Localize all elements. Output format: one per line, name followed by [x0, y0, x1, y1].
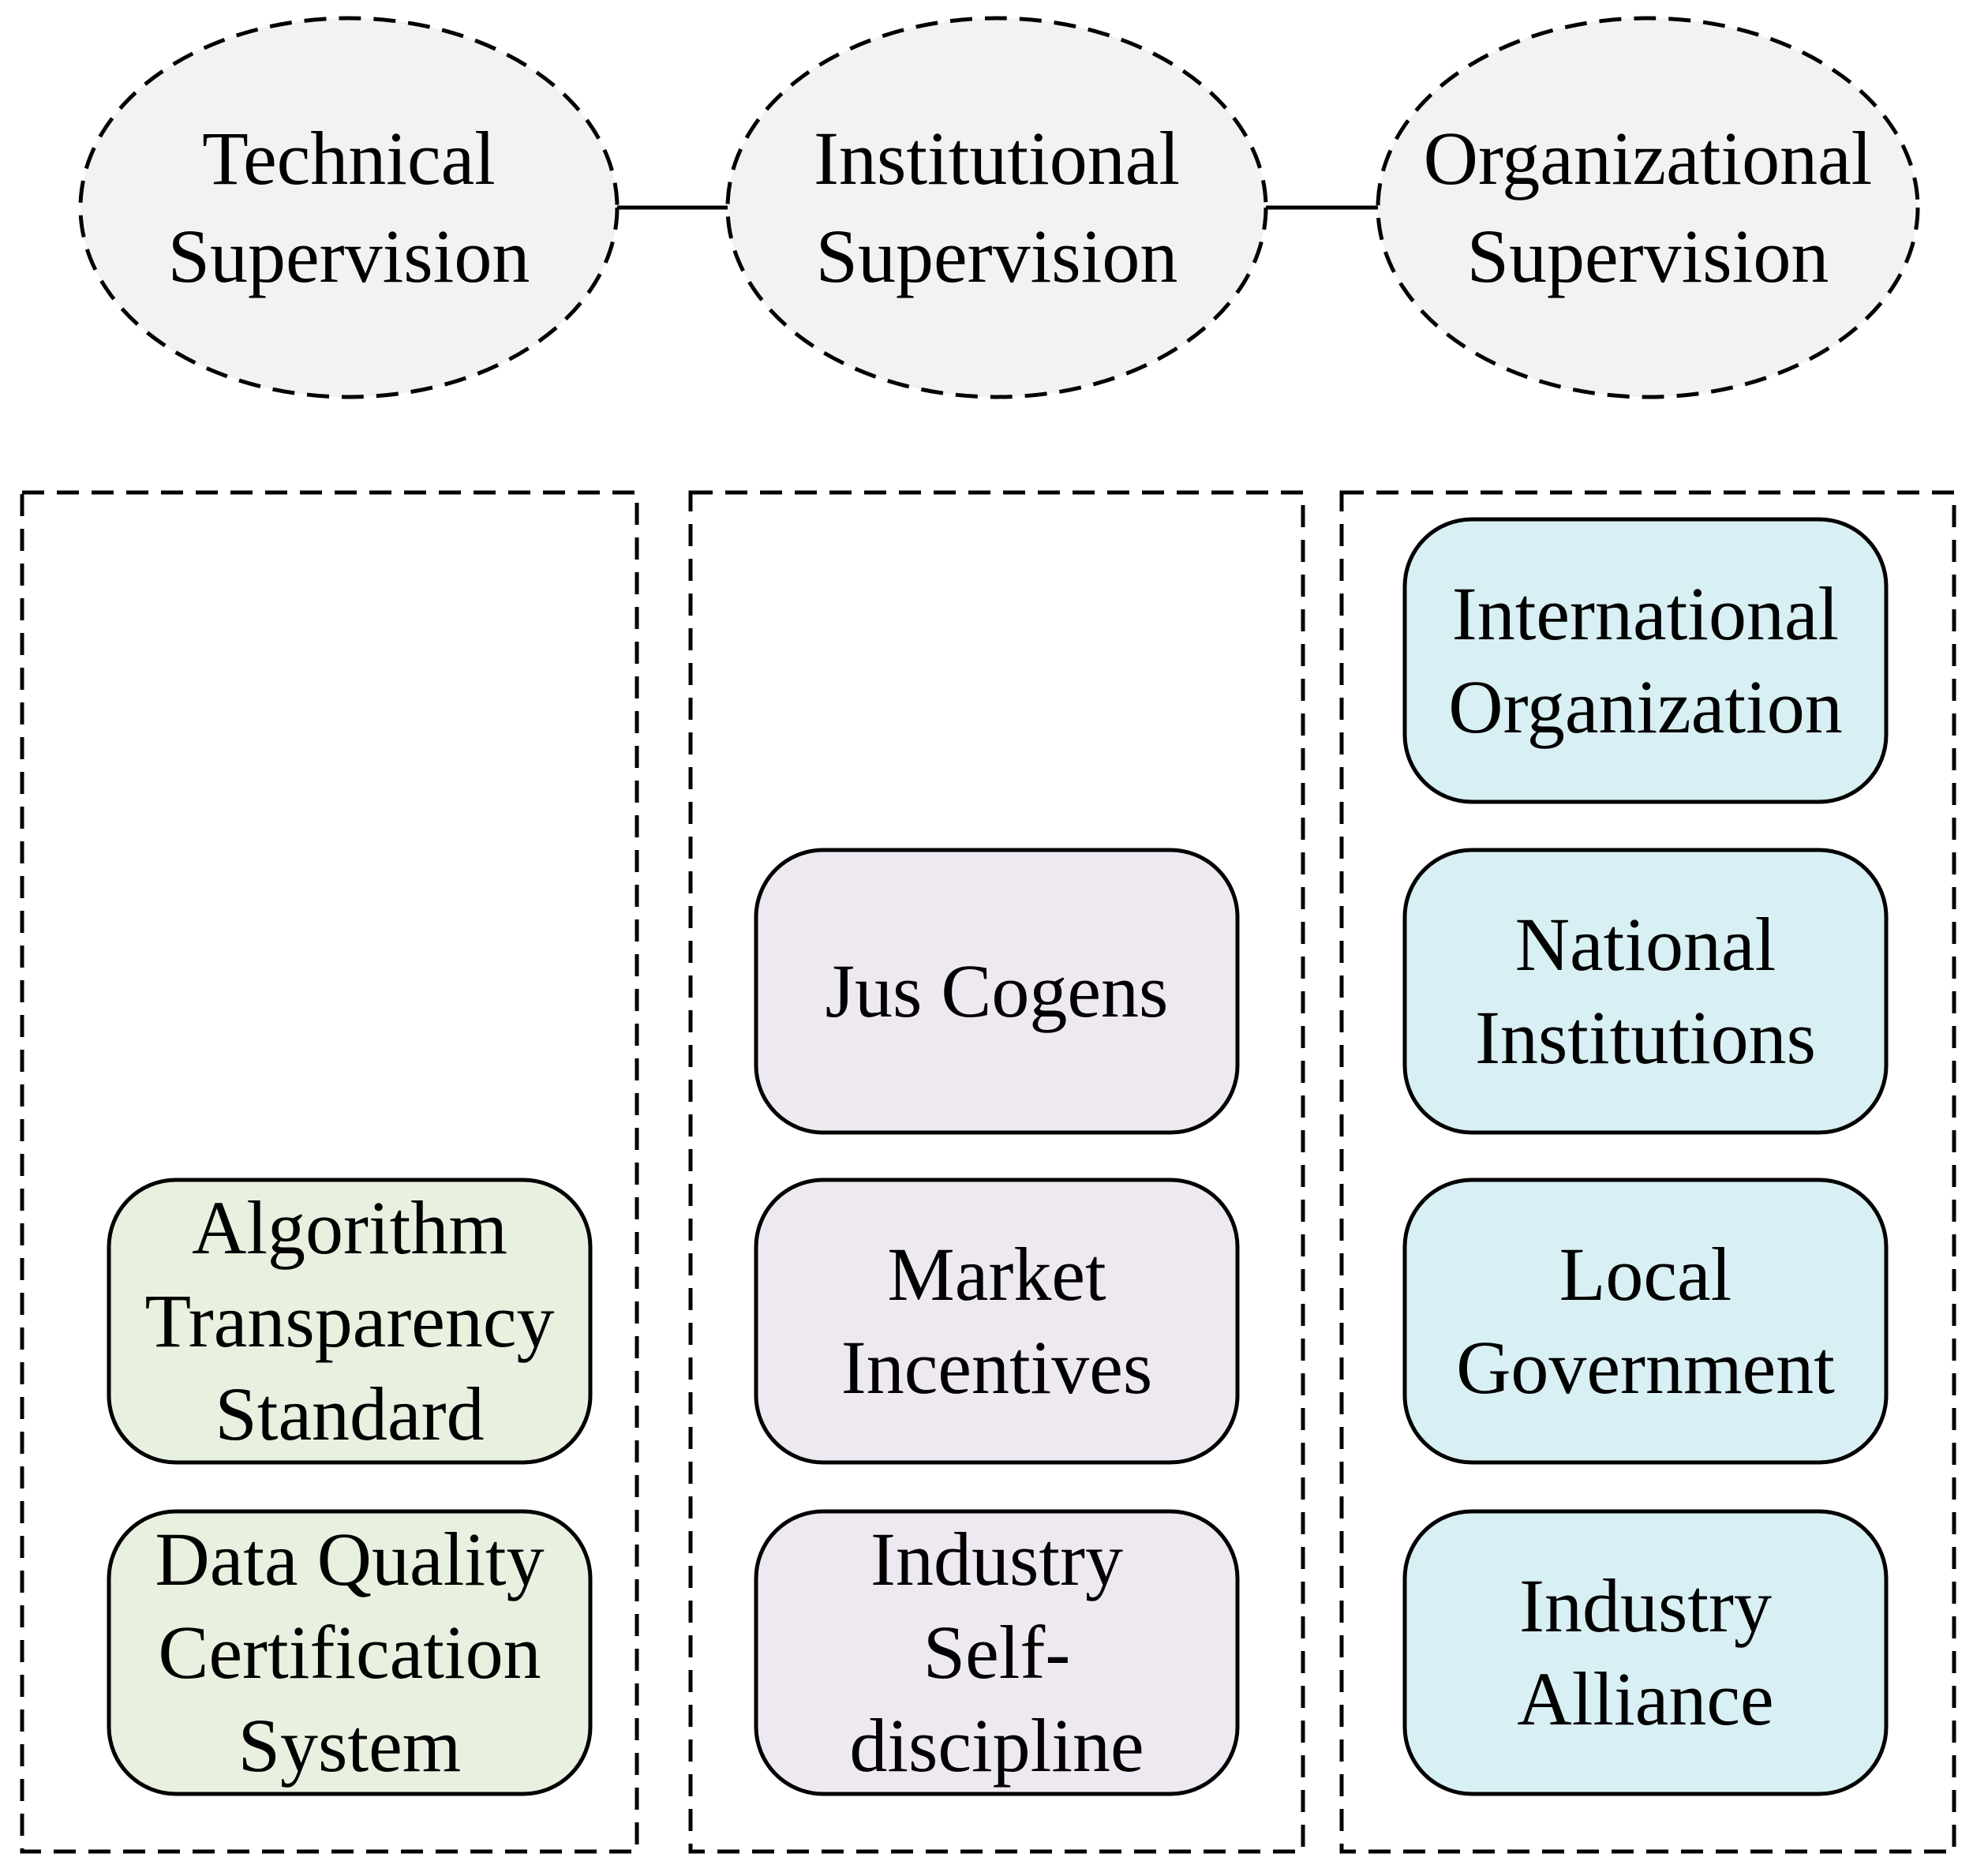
- box-industry-self-discipline: [754, 1509, 1240, 1796]
- box-label-algorithm-transparency-standard: Algorithm Transparency Standard: [144, 1185, 555, 1456]
- oval-label-technical: Technical Supervision: [167, 116, 530, 298]
- box-industry-alliance: [1402, 1509, 1889, 1796]
- oval-institutional-supervision: [725, 16, 1268, 399]
- oval-label-organizational: Organizational Supervision: [1423, 116, 1873, 298]
- box-local-government: [1402, 1178, 1889, 1465]
- column-frame-organizational: [1339, 490, 1956, 1854]
- box-label-data-quality-certification-system: Data Quality Certification System: [155, 1517, 545, 1788]
- box-international-organization: [1402, 517, 1889, 804]
- box-label-international-organization: International Organization: [1448, 571, 1843, 749]
- box-label-market-incentives: Market Incentives: [840, 1232, 1153, 1410]
- box-label-local-government: Local Government: [1456, 1232, 1835, 1410]
- column-frame-institutional: [688, 490, 1305, 1854]
- box-label-industry-self-discipline: Industry Self- discipline: [849, 1517, 1144, 1788]
- box-algorithm-transparency-standard: [107, 1178, 593, 1465]
- box-label-national-institutions: National Institutions: [1474, 902, 1817, 1080]
- box-market-incentives: [754, 1178, 1240, 1465]
- oval-technical-supervision: [78, 16, 620, 399]
- oval-label-institutional: Institutional Supervision: [814, 116, 1180, 298]
- box-label-industry-alliance: Industry Alliance: [1517, 1563, 1774, 1741]
- box-jus-cogens: [754, 848, 1240, 1135]
- box-label-jus-cogens: Jus Cogens: [825, 949, 1169, 1033]
- oval-organizational-supervision: [1376, 16, 1920, 399]
- box-data-quality-certification-system: [107, 1509, 593, 1796]
- box-national-institutions: [1402, 848, 1889, 1135]
- column-frame-technical: [20, 490, 639, 1854]
